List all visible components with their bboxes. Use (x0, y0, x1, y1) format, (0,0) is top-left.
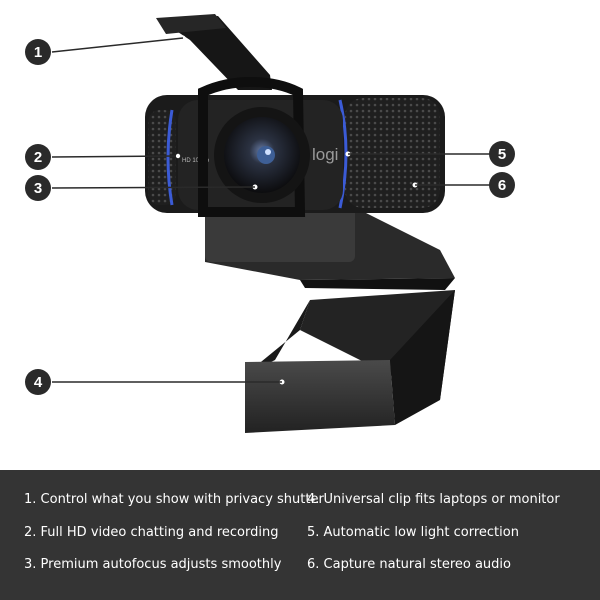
privacy-shutter (156, 14, 306, 217)
stand-hinge (205, 205, 455, 290)
feature-item-6: 6. Capture natural stereo audio (307, 557, 511, 572)
callout-badge-6: 6 (489, 172, 515, 198)
brand-mark: logi (312, 145, 338, 164)
feature-item-1: 1. Control what you show with privacy sh… (24, 492, 324, 507)
feature-item-5: 5. Automatic low light correction (307, 525, 519, 540)
webcam-photo: logi HD 1080p (51, 14, 490, 433)
callout-badge-2: 2 (25, 144, 51, 170)
feature-item-2: 2. Full HD video chatting and recording (24, 525, 279, 540)
feature-item-4: 4. Universal clip fits laptops or monito… (307, 492, 560, 507)
lens-label: HD 1080p (182, 158, 210, 164)
lens (214, 107, 310, 203)
leader-3 (51, 186, 256, 189)
activity-light (175, 153, 181, 159)
callout-badge-1: 1 (25, 39, 51, 65)
leader-1 (51, 37, 184, 53)
callout-badge-3: 3 (25, 175, 51, 201)
features-panel: 1. Control what you show with privacy sh… (0, 470, 600, 600)
leader-2 (51, 155, 177, 158)
callout-badge-5: 5 (489, 141, 515, 167)
callout-badge-4: 4 (25, 369, 51, 395)
feature-item-3: 3. Premium autofocus adjusts smoothly (24, 557, 282, 572)
universal-clip (245, 290, 455, 433)
